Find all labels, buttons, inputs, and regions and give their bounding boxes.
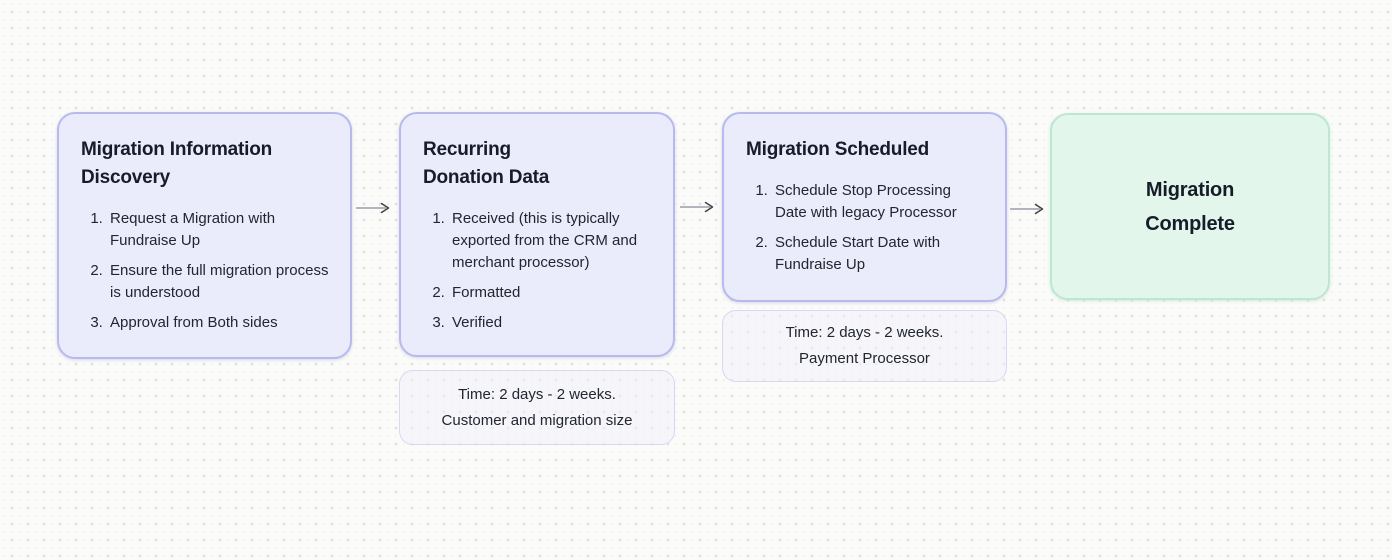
time-note-migration-scheduled: Time: 2 days - 2 weeks. Payment Processo… (722, 310, 1007, 382)
step-box-migration-scheduled: Migration Scheduled Schedule Stop Proces… (722, 112, 1007, 302)
step-title-line: Complete (1145, 212, 1235, 235)
step-title: Migration Information Discovery (81, 136, 330, 192)
step-title-line: Discovery (81, 167, 171, 188)
step-box-migration-information-discovery: Migration Information Discovery Request … (57, 112, 352, 359)
step-item-list: Received (this is typically exported fro… (423, 208, 653, 334)
flow-arrow-right-icon (356, 202, 390, 214)
step-item: Request a Migration with Fundraise Up (107, 208, 330, 252)
time-note-line: Time: 2 days - 2 weeks. (785, 324, 944, 341)
step-item: Verified (449, 312, 653, 334)
step-item: Ensure the full migration process is und… (107, 260, 330, 304)
step-item: Received (this is typically exported fro… (449, 208, 653, 274)
step-item: Formatted (449, 282, 653, 304)
step-title: Migration Scheduled (746, 136, 985, 164)
step-title-line: Recurring (423, 139, 511, 160)
step-item: Schedule Stop Processing Date with legac… (772, 180, 985, 224)
step-content: Migration Information Discovery Request … (59, 114, 350, 360)
step-title-line: Donation Data (423, 167, 550, 188)
flow-arrow-right-icon (1010, 203, 1044, 215)
step-content: Recurring Donation Data Received (this i… (401, 114, 673, 360)
time-note-line: Time: 2 days - 2 weeks. (458, 385, 616, 403)
step-item-list: Request a Migration with Fundraise Up En… (81, 208, 330, 334)
time-note-line: Payment Processor (799, 350, 930, 367)
step-title-line: Migration Scheduled (746, 139, 930, 160)
step-content: Migration Scheduled Schedule Stop Proces… (724, 114, 1005, 302)
step-item-list: Schedule Stop Processing Date with legac… (746, 180, 985, 276)
step-title: Recurring Donation Data (423, 136, 653, 192)
step-item: Schedule Start Date with Fundraise Up (772, 232, 985, 276)
step-box-recurring-donation-data: Recurring Donation Data Received (this i… (399, 112, 675, 357)
step-title-line: Migration (1145, 178, 1235, 201)
flow-arrow-right-icon (680, 201, 714, 213)
time-note-recurring-donation-data: Time: 2 days - 2 weeks. Customer and mig… (399, 370, 675, 445)
step-title-line: Migration Information (81, 139, 273, 160)
step-box-migration-complete: Migration Complete (1050, 113, 1330, 300)
step-title: Migration Complete (1052, 115, 1328, 298)
step-item: Approval from Both sides (107, 312, 330, 334)
time-note-line: Customer and migration size (441, 411, 633, 429)
